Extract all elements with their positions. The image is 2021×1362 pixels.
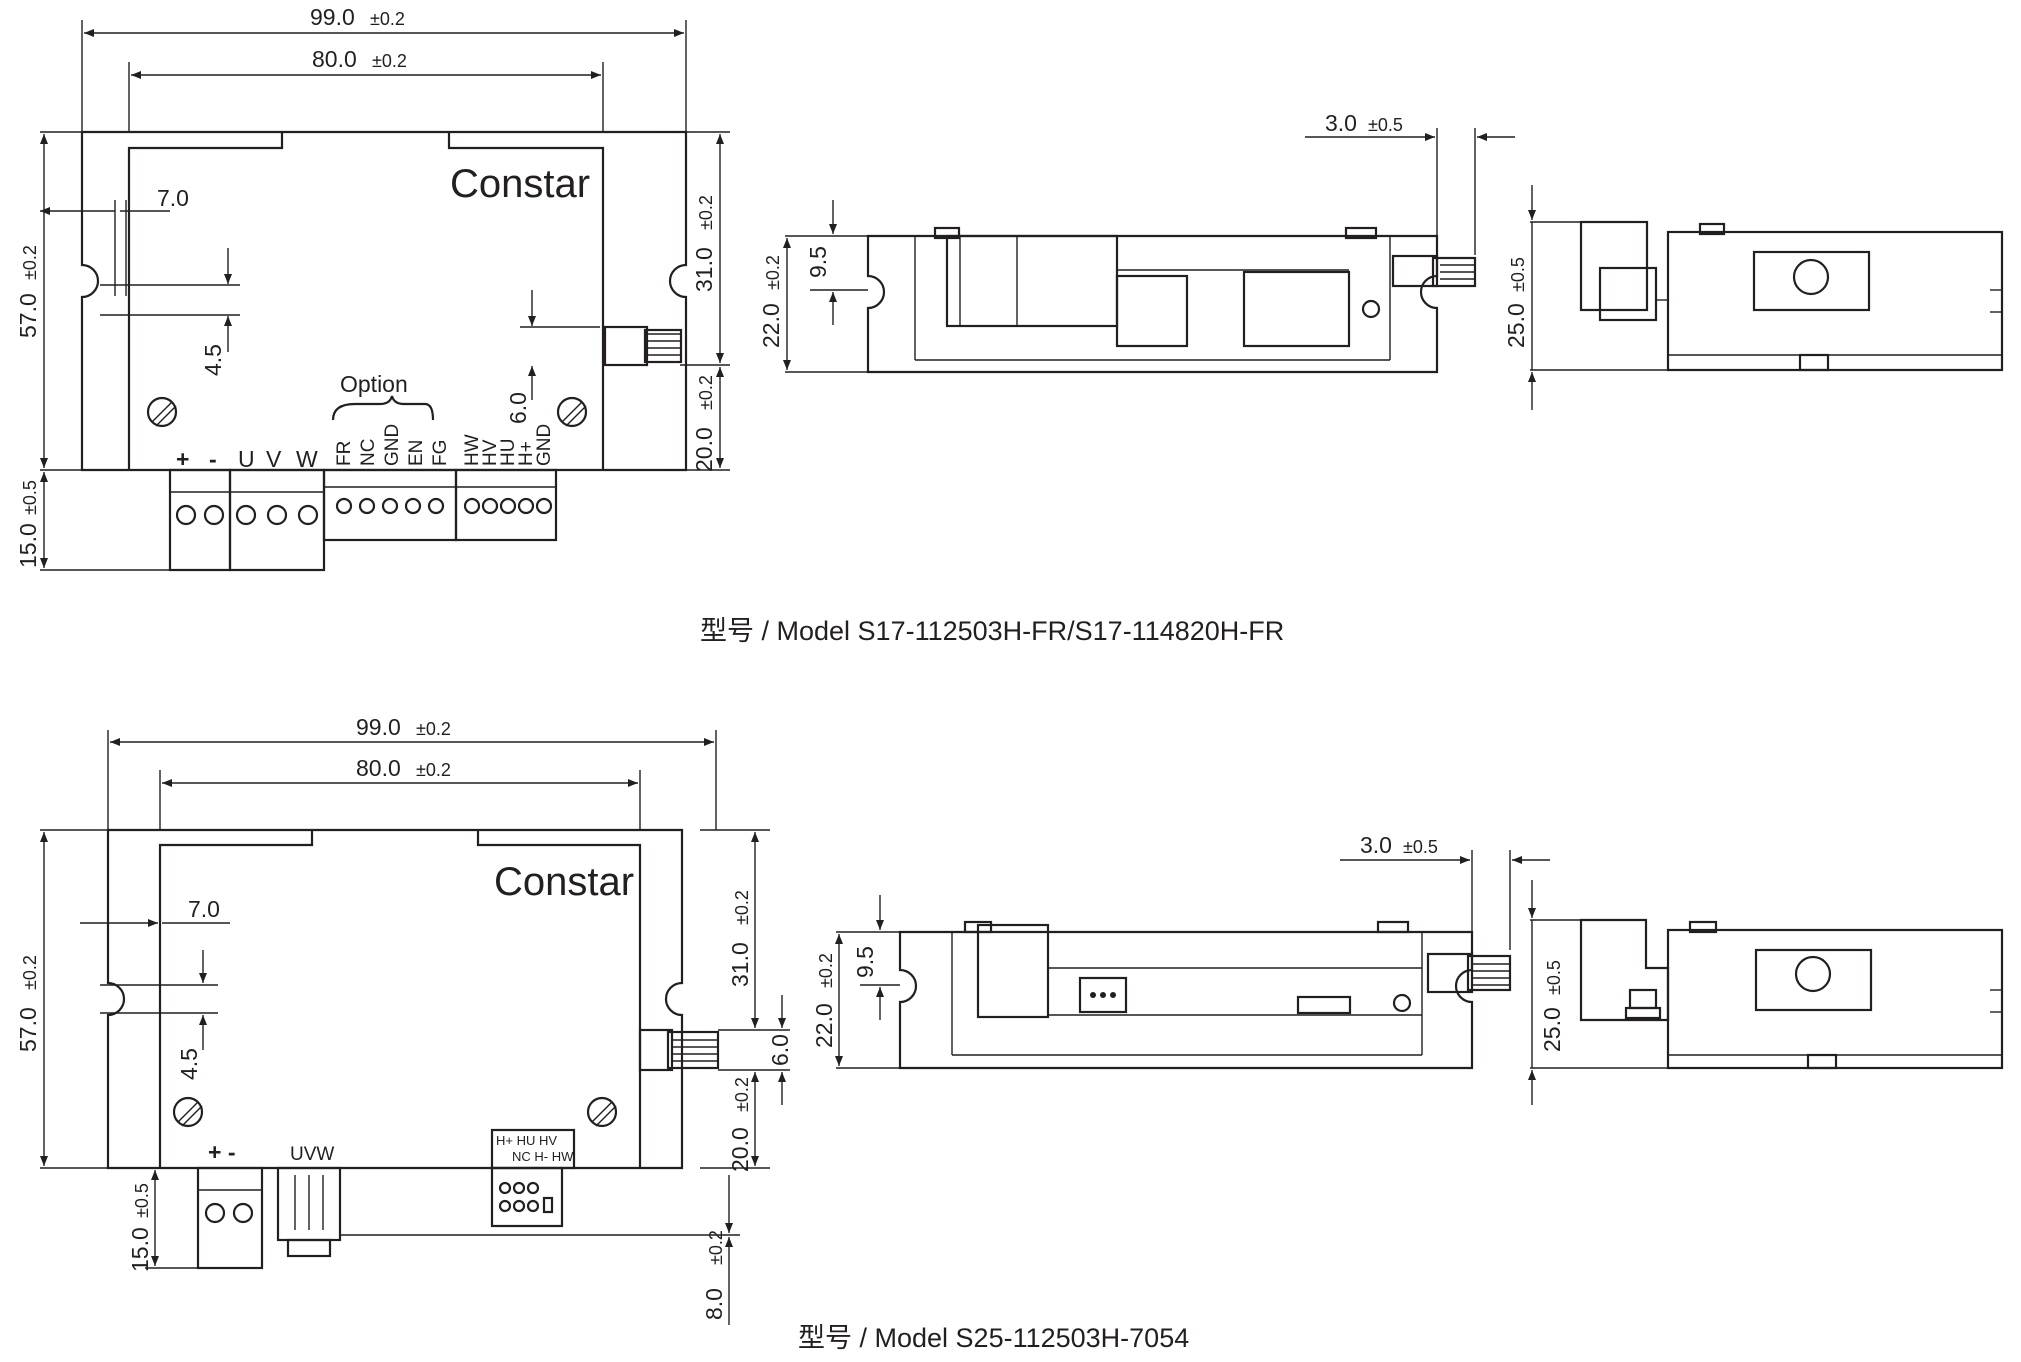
- side-dim-22: 22.0: [758, 303, 784, 348]
- b-dim-label-15: 15.0: [127, 1227, 153, 1272]
- dim-label-7: 7.0: [157, 185, 189, 211]
- heatsink-plate-outline: [80, 130, 688, 472]
- pin-nc: NC: [358, 439, 379, 466]
- b-dim-label-6: 6.0: [767, 1034, 793, 1066]
- b-speed-knob: [638, 1028, 720, 1072]
- b-brand-logo: Constar: [494, 860, 634, 904]
- b-hall-label-1: H+ HU HV: [496, 1133, 557, 1148]
- b-dim-label-31: 31.0: [727, 942, 753, 987]
- dim-label-15: 15.0: [15, 523, 41, 568]
- pin-v: V: [266, 446, 282, 472]
- b-hall-connector: [490, 1128, 576, 1228]
- b-dim-tol-15: ±0.5: [132, 1183, 152, 1218]
- b-screw-hole-left: [172, 1096, 204, 1128]
- b-side-dim-3: 3.0: [1360, 832, 1392, 858]
- b-heatsink-plate-outline: [106, 828, 684, 1170]
- b-side-dim-22-tol: ±0.2: [816, 953, 836, 988]
- b-hall-label-2: NC H- HW: [512, 1149, 574, 1164]
- b-dim-tol-31: ±0.2: [732, 890, 752, 925]
- pin-fg: FG: [430, 440, 451, 466]
- b-dim-label-80: 80.0: [356, 755, 401, 781]
- dim-label-57: 57.0: [15, 293, 41, 338]
- pin-fr: FR: [334, 441, 355, 466]
- pcb-outline: [127, 132, 605, 470]
- b-dim-tol-8: ±0.2: [706, 1230, 726, 1265]
- b-dim-label-8: 8.0: [701, 1288, 727, 1320]
- terminal-blocks: [168, 468, 558, 572]
- b-side-dim-22: 22.0: [811, 1003, 837, 1048]
- dim-tol-57: ±0.2: [20, 245, 40, 280]
- side-dim-22-tol: ±0.2: [763, 255, 783, 290]
- b-dim-label-7: 7.0: [188, 896, 220, 922]
- side-dim-9-5: 9.5: [805, 246, 831, 278]
- bottom-end-view: 25.0 ±0.5: [1528, 880, 2004, 1105]
- dim-label-6: 6.0: [505, 392, 531, 424]
- option-brace: [331, 395, 435, 421]
- side-dim-3: 3.0: [1325, 110, 1357, 136]
- b-dim-label-20: 20.0: [727, 1127, 753, 1172]
- speed-knob: [603, 325, 683, 367]
- dim-tol-31: ±0.2: [696, 195, 716, 230]
- top-front-view: 99.0 ±0.2 80.0 ±0.2 Constar: [15, 4, 730, 572]
- pin-hplus: H+: [516, 441, 537, 466]
- pin-plus: +: [176, 446, 189, 472]
- b-power-terminal: [196, 1166, 264, 1270]
- end-dim-25-tol: ±0.5: [1508, 257, 1528, 292]
- pin-minus: -: [209, 446, 217, 472]
- dim-label-4-5: 4.5: [200, 344, 226, 376]
- pin-hv: HV: [480, 439, 501, 466]
- pin-u: U: [238, 446, 255, 472]
- b-dim-tol-57: ±0.2: [20, 955, 40, 990]
- pin-hw: HW: [462, 434, 483, 466]
- dim-tol-20: ±0.2: [696, 375, 716, 410]
- option-label: Option: [340, 371, 408, 397]
- b-dim-label-57: 57.0: [15, 1007, 41, 1052]
- dim-label-99: 99.0: [310, 4, 355, 30]
- b-dim-label-99: 99.0: [356, 714, 401, 740]
- bottom-model-caption: 型号 / Model S25-112503H-7054: [798, 1323, 1189, 1353]
- brand-logo: Constar: [450, 162, 590, 206]
- b-dim-label-4-5: 4.5: [176, 1048, 202, 1080]
- side-dim-3-tol: ±0.5: [1368, 115, 1403, 135]
- pin-en: EN: [406, 440, 427, 466]
- b-motor-connector: [276, 1166, 342, 1258]
- top-model-caption: 型号 / Model S17-112503H-FR/S17-114820H-FR: [700, 616, 1284, 646]
- dim-label-20: 20.0: [691, 427, 717, 472]
- b-power-label: + -: [208, 1139, 235, 1165]
- screw-hole-left: [146, 396, 178, 428]
- b-dim-tol-80: ±0.2: [416, 760, 451, 780]
- b-side-dim-3-tol: ±0.5: [1403, 837, 1438, 857]
- b-screw-hole-right: [586, 1096, 618, 1128]
- b-dim-tol-20: ±0.2: [732, 1077, 752, 1112]
- b-end-dim-25: 25.0: [1539, 1007, 1565, 1052]
- bottom-front-view: 99.0 ±0.2 80.0 ±0.2 Constar 7.0: [15, 714, 793, 1325]
- b-dim-tol-99: ±0.2: [416, 719, 451, 739]
- b-pcb-outline: [158, 830, 642, 1168]
- b-side-dim-9-5: 9.5: [852, 946, 878, 978]
- dim-label-31: 31.0: [691, 247, 717, 292]
- pin-gnd-1: GND: [382, 424, 403, 466]
- end-dim-25: 25.0: [1503, 303, 1529, 348]
- top-end-view: 25.0 ±0.5: [1503, 185, 2004, 410]
- top-side-view: 22.0 ±0.2 9.5 3.0 ±0.5: [758, 110, 1515, 374]
- pin-w: W: [296, 446, 318, 472]
- b-motor-label: UVW: [290, 1144, 334, 1165]
- dim-tol-99: ±0.2: [370, 9, 405, 29]
- pin-hu: HU: [498, 439, 519, 466]
- bottom-side-view: 22.0 ±0.2 9.5 3.0 ±0.5: [811, 832, 1550, 1070]
- dim-label-80: 80.0: [312, 46, 357, 72]
- screw-hole-right: [556, 396, 588, 428]
- pin-gnd-2: GND: [534, 424, 555, 466]
- dim-tol-15: ±0.5: [20, 480, 40, 515]
- dim-tol-80: ±0.2: [372, 51, 407, 71]
- b-end-dim-25-tol: ±0.5: [1544, 960, 1564, 995]
